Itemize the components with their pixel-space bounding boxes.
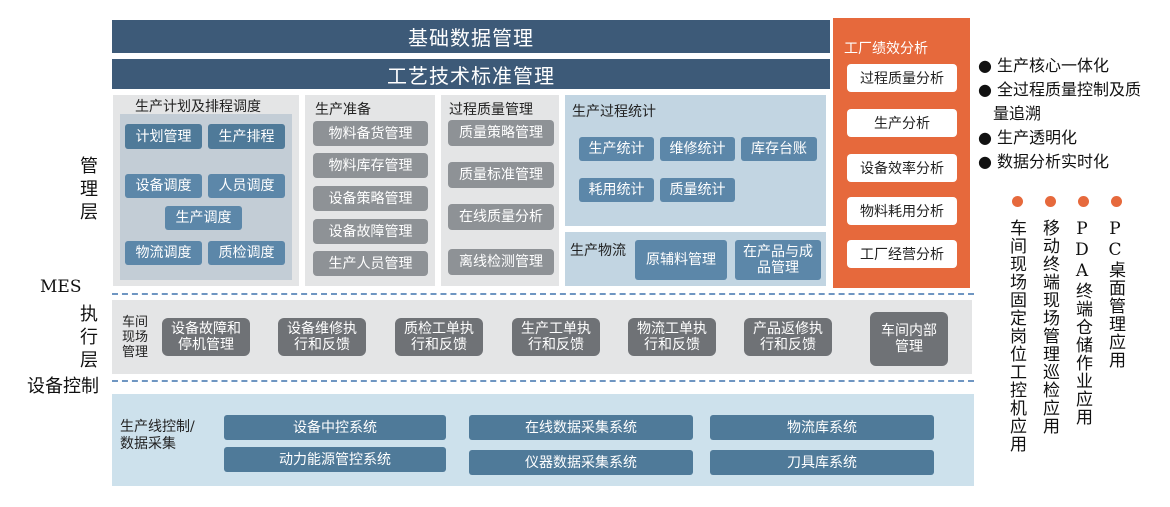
control-item-equip-central: 设备中控系统 — [224, 415, 446, 440]
control-item-energy: 动力能源管控系统 — [224, 447, 446, 472]
logistics-panel-title: 生产物流 — [570, 243, 626, 259]
control-item-tool-warehouse: 刀具库系统 — [710, 450, 934, 475]
plan-panel-title: 生产计划及排程调度 — [135, 99, 261, 115]
stats-item-inventory-ledger: 库存台账 — [741, 137, 817, 161]
mgmt-layer-char-3: 层 — [80, 202, 98, 223]
prep-item-material-inventory: 物料库存管理 — [313, 153, 428, 178]
perf-item-equip-efficiency: 设备效率分析 — [847, 154, 957, 182]
bullet-2-cont: 量追溯 — [993, 104, 1042, 123]
quality-panel: 过程质量管理 质量策略管理 质量标准管理 在线质量分析 离线检测管理 — [441, 95, 559, 286]
app-col-workstation: 车间现场固定岗位工控机应用 — [1006, 219, 1026, 453]
equipment-control-label: 设备控制 — [27, 376, 99, 397]
bullet-3: ● 生产透明化 — [978, 128, 1078, 147]
prep-panel: 生产准备 物料备货管理 物料库存管理 设备策略管理 设备故障管理 生产人员管理 — [305, 95, 435, 286]
perf-item-production: 生产分析 — [847, 109, 957, 137]
bullet-4: ● 数据分析实时化 — [978, 152, 1110, 171]
stats-item-quality: 质量统计 — [660, 178, 735, 202]
logistics-item-wip-finished: 在产品与成品管理 — [735, 240, 821, 280]
bullet-1: ● 生产核心一体化 — [978, 56, 1110, 75]
feature-bullets: ● 生产核心一体化 ● 全过程质量控制及质 量追溯 ● 生产透明化 ● 数据分析… — [978, 52, 1141, 172]
exec-item-qc-order: 质检工单执 行和反馈 — [395, 318, 483, 356]
exec-item-equip-repair: 设备维修执 行和反馈 — [278, 318, 366, 356]
app-dot-2 — [1045, 196, 1056, 207]
stats-item-consumption: 耗用统计 — [579, 178, 654, 202]
app-col-mobile: 移动终端现场管理巡检应用 — [1039, 219, 1059, 435]
plan-item-scheduling: 生产排程 — [208, 124, 285, 149]
plan-panel: 生产计划及排程调度 计划管理 生产排程 设备调度 人员调度 生产调度 物流调度 … — [113, 95, 299, 286]
logistics-panel: 生产物流 原辅料管理 在产品与成品管理 — [565, 232, 826, 286]
quality-panel-title: 过程质量管理 — [449, 102, 533, 118]
bullet-1-text: 生产核心一体化 — [997, 56, 1110, 75]
exec-layer-char-3: 层 — [80, 350, 98, 371]
quality-item-standard: 质量标准管理 — [448, 162, 554, 188]
mes-divider-line — [112, 293, 974, 295]
exec-item-production-order: 生产工单执 行和反馈 — [512, 318, 600, 356]
app-col-pc: PC桌面管理应用 — [1105, 219, 1125, 369]
equipment-divider-line — [112, 380, 974, 382]
stats-item-maintenance: 维修统计 — [660, 137, 735, 161]
app-dot-1 — [1012, 196, 1023, 207]
performance-panel-title: 工厂绩效分析 — [844, 41, 928, 57]
prep-item-staff: 生产人员管理 — [313, 251, 428, 276]
app-dot-3 — [1078, 196, 1089, 207]
bullet-2-text: 全过程质量控制及质 — [997, 80, 1142, 99]
stats-panel: 生产过程统计 生产统计 维修统计 库存台账 耗用统计 质量统计 — [565, 95, 826, 226]
control-item-online-data: 在线数据采集系统 — [469, 415, 693, 440]
exec-layer-char-2: 行 — [80, 327, 98, 348]
bullet-4-text: 数据分析实时化 — [997, 152, 1110, 171]
performance-panel: 工厂绩效分析 过程质量分析 生产分析 设备效率分析 物料耗用分析 工厂经营分析 — [833, 18, 970, 288]
exec-item-logistics-order: 物流工单执 行和反馈 — [628, 318, 716, 356]
perf-item-plant-operations: 工厂经营分析 — [847, 240, 957, 268]
control-item-instrument-data: 仪器数据采集系统 — [469, 450, 693, 475]
plan-item-production-dispatch: 生产调度 — [165, 206, 242, 230]
plan-item-logistics-dispatch: 物流调度 — [125, 241, 202, 265]
bullet-3-text: 生产透明化 — [997, 128, 1078, 147]
exec-item-product-rework: 产品返修执 行和反馈 — [744, 318, 832, 356]
plan-item-equip-dispatch: 设备调度 — [125, 174, 202, 198]
quality-item-strategy: 质量策略管理 — [448, 120, 554, 146]
control-item-logistics-warehouse: 物流库系统 — [710, 415, 934, 440]
app-col-pda: PDA终端仓储作业应用 — [1072, 219, 1092, 426]
exec-layer-char-1: 执 — [80, 304, 98, 325]
mes-label: MES — [40, 277, 82, 297]
prep-item-equip-fault: 设备故障管理 — [313, 219, 428, 244]
plan-item-qc-dispatch: 质检调度 — [208, 241, 285, 265]
mgmt-layer-char-2: 理 — [80, 179, 98, 200]
plan-item-staff-dispatch: 人员调度 — [208, 174, 285, 198]
process-standard-bar: 工艺技术标准管理 — [112, 59, 830, 89]
stats-item-production: 生产统计 — [579, 137, 654, 161]
perf-item-material-consumption: 物料耗用分析 — [847, 197, 957, 225]
bullet-2: ● 全过程质量控制及质 — [978, 80, 1142, 99]
prep-item-equip-strategy: 设备策略管理 — [313, 186, 428, 211]
exec-item-equip-fault: 设备故障和 停机管理 — [162, 318, 250, 356]
logistics-item-raw-materials: 原辅料管理 — [635, 240, 727, 280]
execution-panel: 车间 现场 管理 设备故障和 停机管理 设备维修执 行和反馈 质检工单执 行和反… — [112, 300, 972, 374]
perf-item-process-quality: 过程质量分析 — [847, 64, 957, 92]
execution-panel-label: 车间 现场 管理 — [122, 315, 149, 360]
stats-panel-title: 生产过程统计 — [572, 104, 656, 120]
prep-item-material-stocking: 物料备货管理 — [313, 121, 428, 146]
basic-data-bar: 基础数据管理 — [112, 20, 830, 53]
plan-item-plan-mgmt: 计划管理 — [125, 124, 202, 149]
prep-panel-title: 生产准备 — [315, 102, 371, 118]
control-panel: 生产线控制/ 数据采集 设备中控系统 动力能源管控系统 在线数据采集系统 仪器数… — [112, 394, 974, 486]
quality-item-offline-testing: 离线检测管理 — [448, 249, 554, 275]
quality-item-online-analysis: 在线质量分析 — [448, 204, 554, 230]
app-dot-4 — [1111, 196, 1122, 207]
exec-item-internal-mgmt: 车间内部 管理 — [870, 312, 948, 366]
control-panel-label: 生产线控制/ 数据采集 — [120, 419, 195, 452]
mgmt-layer-char-1: 管 — [80, 156, 98, 177]
